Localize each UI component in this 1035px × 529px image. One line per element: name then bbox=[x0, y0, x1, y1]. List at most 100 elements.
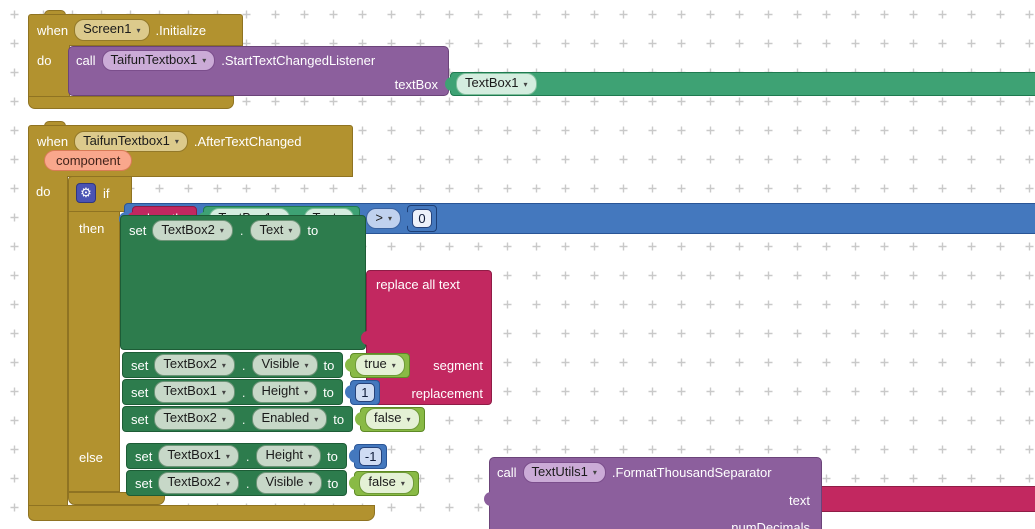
visible-prop-dropdown[interactable]: Visible▾ bbox=[252, 354, 318, 376]
component-param-chip[interactable]: component bbox=[44, 150, 133, 171]
block2-top-tab bbox=[44, 121, 66, 127]
visible-prop-dropdown[interactable]: Visible▾ bbox=[256, 472, 322, 494]
textbox2-dropdown[interactable]: TextBox2▾ bbox=[152, 220, 233, 242]
number-0-block[interactable]: 0 bbox=[407, 205, 438, 232]
chevron-down-icon: ▾ bbox=[400, 478, 405, 488]
property-dot: . bbox=[241, 357, 246, 373]
property-dot: . bbox=[245, 448, 250, 464]
text-param-label: text bbox=[789, 493, 810, 508]
text-prop-dropdown[interactable]: Text▾ bbox=[250, 220, 302, 242]
chevron-down-icon: ▾ bbox=[391, 360, 396, 370]
set-textbox1-height-block[interactable]: set TextBox1▾ . Height▾ to bbox=[122, 379, 343, 405]
false-dropdown[interactable]: false▾ bbox=[359, 472, 414, 494]
when-label: when bbox=[37, 134, 69, 150]
set-textbox2-visible-block[interactable]: set TextBox2▾ . Visible▾ to bbox=[122, 352, 344, 378]
numdecimals-param-label: numDecimals bbox=[731, 520, 810, 529]
logic-false-block[interactable]: false▾ bbox=[360, 406, 425, 432]
do-label: do bbox=[36, 184, 51, 199]
number-input[interactable]: -1 bbox=[358, 446, 383, 466]
chevron-down-icon: ▾ bbox=[304, 387, 309, 397]
chevron-down-icon: ▾ bbox=[219, 226, 224, 236]
logic-true-block[interactable]: true▾ bbox=[350, 352, 410, 378]
mutator-gear-icon[interactable]: ⚙ bbox=[76, 183, 96, 203]
when-screen1-initialize-block[interactable]: when Screen1▾ .Initialize bbox=[28, 14, 243, 46]
textbox1-getter-block[interactable]: TextBox1▾ bbox=[450, 72, 1035, 96]
replacement-label: replacement bbox=[411, 386, 483, 401]
block1-do-spine bbox=[28, 45, 70, 97]
textbox1-dropdown[interactable]: TextBox1▾ bbox=[154, 381, 235, 403]
call-label: call bbox=[76, 53, 96, 69]
set-textbox2-visible-else-row: set TextBox2▾ . Visible▾ to false▾ bbox=[126, 470, 419, 496]
call-formatthousandseparator-block[interactable]: call TextUtils1▾ .FormatThousandSeparato… bbox=[489, 457, 822, 529]
if-block-then-else-spine bbox=[68, 212, 120, 492]
number-minus1-block[interactable]: -1 bbox=[353, 443, 388, 469]
replace-all-text-block[interactable]: replace all text segment replacement bbox=[366, 270, 492, 405]
textbox-param-label: textBox bbox=[394, 77, 438, 92]
segment-label: segment bbox=[433, 358, 483, 373]
screen1-dropdown[interactable]: Screen1▾ bbox=[74, 19, 150, 41]
to-label: to bbox=[307, 223, 319, 239]
chevron-down-icon: ▾ bbox=[221, 387, 226, 397]
chevron-down-icon: ▾ bbox=[225, 451, 230, 461]
property-dot: . bbox=[241, 411, 246, 427]
when-label: when bbox=[37, 22, 69, 38]
set-textbox1-height-block[interactable]: set TextBox1▾ . Height▾ to bbox=[126, 443, 347, 469]
event-name-label: .Initialize bbox=[155, 22, 207, 38]
chevron-down-icon: ▾ bbox=[314, 414, 319, 424]
textbox2-dropdown[interactable]: TextBox2▾ bbox=[158, 472, 239, 494]
chevron-down-icon: ▾ bbox=[225, 478, 230, 488]
set-textbox2-visible-row: set TextBox2▾ . Visible▾ to true▾ bbox=[122, 352, 410, 378]
textutils1-dropdown[interactable]: TextUtils1▾ bbox=[522, 462, 606, 484]
set-textbox2-text-block[interactable]: set TextBox2▾ . Text▾ to bbox=[120, 215, 366, 350]
set-textbox1-height-row: set TextBox1▾ . Height▾ to 1 bbox=[122, 379, 380, 405]
chevron-down-icon: ▾ bbox=[202, 56, 207, 66]
chevron-down-icon: ▾ bbox=[406, 414, 411, 424]
event-name-label: .AfterTextChanged bbox=[193, 134, 302, 150]
enabled-prop-dropdown[interactable]: Enabled▾ bbox=[252, 408, 328, 430]
property-dot: . bbox=[241, 384, 246, 400]
call-label: call bbox=[497, 465, 517, 481]
chevron-down-icon: ▾ bbox=[221, 414, 226, 424]
block1-top-tab bbox=[44, 10, 66, 16]
set-textbox2-visible-block[interactable]: set TextBox2▾ . Visible▾ to bbox=[126, 470, 348, 496]
chevron-down-icon: ▾ bbox=[592, 468, 597, 478]
number-input[interactable]: 1 bbox=[354, 382, 375, 402]
property-dot: . bbox=[239, 223, 244, 239]
chevron-down-icon: ▾ bbox=[221, 360, 226, 370]
block2-do-spine bbox=[28, 176, 68, 507]
set-textbox2-enabled-block[interactable]: set TextBox2▾ . Enabled▾ to bbox=[122, 406, 354, 432]
false-dropdown[interactable]: false▾ bbox=[365, 408, 420, 430]
chevron-down-icon: ▾ bbox=[304, 360, 309, 370]
chevron-down-icon: ▾ bbox=[174, 137, 179, 147]
logic-false-block[interactable]: false▾ bbox=[354, 470, 419, 496]
textbox2-dropdown[interactable]: TextBox2▾ bbox=[154, 354, 235, 376]
do-label: do bbox=[37, 53, 52, 68]
set-label: set bbox=[129, 223, 147, 239]
textbox2-dropdown[interactable]: TextBox2▾ bbox=[154, 408, 235, 430]
operator-dropdown[interactable]: >▾ bbox=[366, 207, 402, 230]
taifuntextbox1-dropdown[interactable]: TaifunTextbox1▾ bbox=[74, 131, 188, 153]
set-textbox2-enabled-row: set TextBox2▾ . Enabled▾ to false▾ bbox=[122, 406, 425, 432]
then-label: then bbox=[79, 221, 105, 236]
taifuntextbox1-dropdown[interactable]: TaifunTextbox1▾ bbox=[101, 50, 216, 72]
chevron-down-icon: ▾ bbox=[388, 214, 393, 223]
if-label: if bbox=[103, 186, 110, 201]
true-dropdown[interactable]: true▾ bbox=[355, 354, 405, 376]
chevron-down-icon: ▾ bbox=[288, 226, 293, 236]
textbox1-dropdown[interactable]: TextBox1▾ bbox=[456, 73, 537, 95]
chevron-down-icon: ▾ bbox=[308, 451, 313, 461]
property-dot: . bbox=[245, 475, 250, 491]
number-input[interactable]: 0 bbox=[412, 209, 433, 228]
chevron-down-icon: ▾ bbox=[136, 25, 141, 35]
block1-bottom-bar bbox=[28, 96, 234, 109]
height-prop-dropdown[interactable]: Height▾ bbox=[252, 381, 318, 403]
textbox1-dropdown[interactable]: TextBox1▾ bbox=[158, 445, 239, 467]
call-starttextchangedlistener-block[interactable]: call TaifunTextbox1▾ .StartTextChangedLi… bbox=[68, 46, 449, 96]
number-1-block[interactable]: 1 bbox=[349, 379, 380, 405]
set-textbox1-height-else-row: set TextBox1▾ . Height▾ to -1 bbox=[126, 443, 388, 469]
else-label: else bbox=[79, 450, 103, 465]
block2-bottom-bar bbox=[28, 505, 375, 521]
chevron-down-icon: ▾ bbox=[308, 478, 313, 488]
height-prop-dropdown[interactable]: Height▾ bbox=[256, 445, 322, 467]
